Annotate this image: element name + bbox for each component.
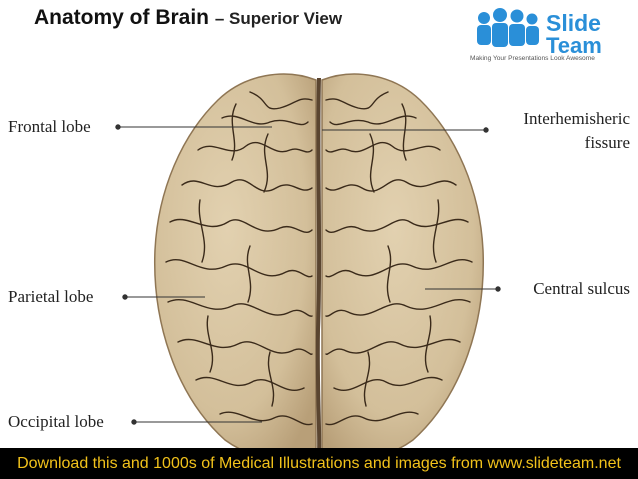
footer-text[interactable]: Download this and 1000s of Medical Illus…: [17, 455, 621, 472]
logo-word-1: Slide: [546, 10, 601, 36]
leader-lines: [115, 124, 501, 425]
title-subtitle: – Superior View: [214, 9, 343, 28]
footer-banner[interactable]: Download this and 1000s of Medical Illus…: [0, 448, 638, 479]
left-hemisphere: [153, 73, 317, 460]
title-main: Anatomy of Brain: [34, 6, 210, 29]
right-hemisphere: [321, 73, 485, 460]
label-interhemispheric-line2: fissure: [584, 133, 630, 152]
logo-tagline: Making Your Presentations Look Awesome: [470, 55, 595, 62]
label-occipital-lobe: Occipital lobe: [8, 412, 104, 431]
slideteam-logo: Slide Team: [477, 8, 602, 58]
page-title: Anatomy of Brain – Superior View: [34, 6, 342, 30]
interhemispheric-fissure: [315, 77, 322, 456]
label-parietal-lobe: Parietal lobe: [8, 287, 94, 306]
people-icon: [477, 8, 539, 47]
gyri-left: [165, 91, 313, 426]
label-frontal-lobe: Frontal lobe: [8, 117, 91, 136]
logo-word-2: Team: [546, 33, 602, 58]
label-interhemispheric-line1: Interhemisheric: [523, 109, 630, 128]
gyri-right: [325, 91, 473, 426]
label-central-sulcus: Central sulcus: [533, 279, 630, 298]
